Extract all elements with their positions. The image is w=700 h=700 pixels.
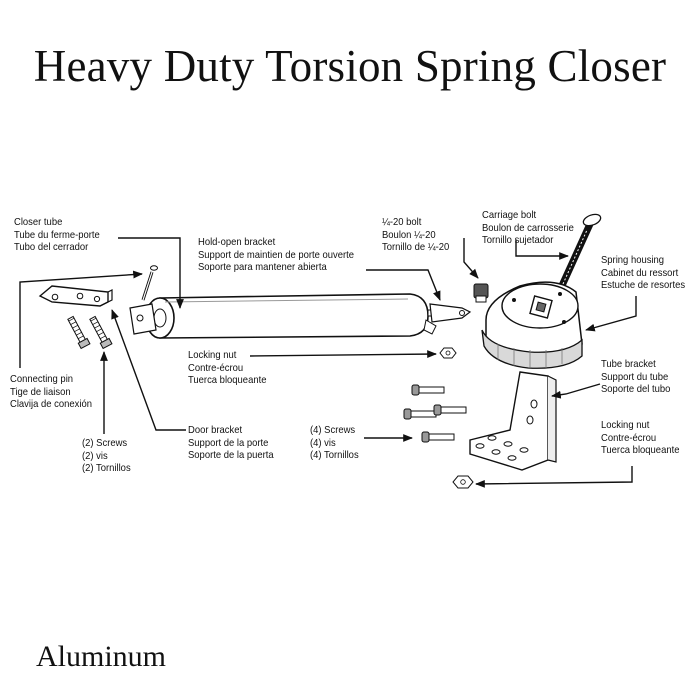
door-bracket-part [38, 285, 113, 307]
label-spring-housing: Spring housing Cabinet du ressort Estuch… [601, 254, 686, 291]
connecting-pin-part [141, 265, 158, 301]
label-carriage-bolt: Carriage bolt Boulon de carrosserie Torn… [482, 209, 574, 246]
tube-bracket-part [469, 371, 557, 471]
label-locking-nut-lower: Locking nut Contre-écrou Tuerca bloquean… [601, 419, 680, 456]
label-quarter-twenty-bolt: ¼-20 bolt Boulon ¼-20 Tornillo de ¼-20 [382, 216, 450, 253]
locking-nut-lower-part [452, 475, 474, 489]
tube-bracket-screws [403, 384, 467, 443]
carriage-bolt-part [556, 213, 602, 292]
label-closer-tube: Closer tube Tube du ferme-porte Tubo del… [14, 216, 100, 253]
label-locking-nut-upper: Locking nut Contre-écrou Tuerca bloquean… [188, 349, 267, 386]
door-bracket-screws [67, 315, 113, 350]
quarter-twenty-bolt-part [473, 283, 489, 303]
label-four-screws: (4) Screws (4) vis (4) Tornillos [310, 424, 359, 461]
label-connecting-pin: Connecting pin Tige de liaison Clavija d… [10, 373, 92, 410]
label-two-screws: (2) Screws (2) vis (2) Tornillos [82, 437, 131, 474]
label-hold-open-bracket: Hold-open bracket Support de maintien de… [198, 236, 355, 273]
material-caption: Aluminum [36, 640, 167, 673]
label-door-bracket: Door bracket Support de la porte Soporte… [188, 424, 274, 461]
closer-tube-part [129, 293, 459, 339]
locking-nut-upper-part [439, 347, 457, 359]
label-tube-bracket: Tube bracket Support du tube Soporte del… [601, 358, 671, 395]
leader-lines [19, 237, 637, 488]
hold-open-bracket-part [423, 303, 472, 335]
diagram-title: Heavy Duty Torsion Spring Closer [33, 41, 667, 91]
spring-housing-part [481, 281, 583, 369]
